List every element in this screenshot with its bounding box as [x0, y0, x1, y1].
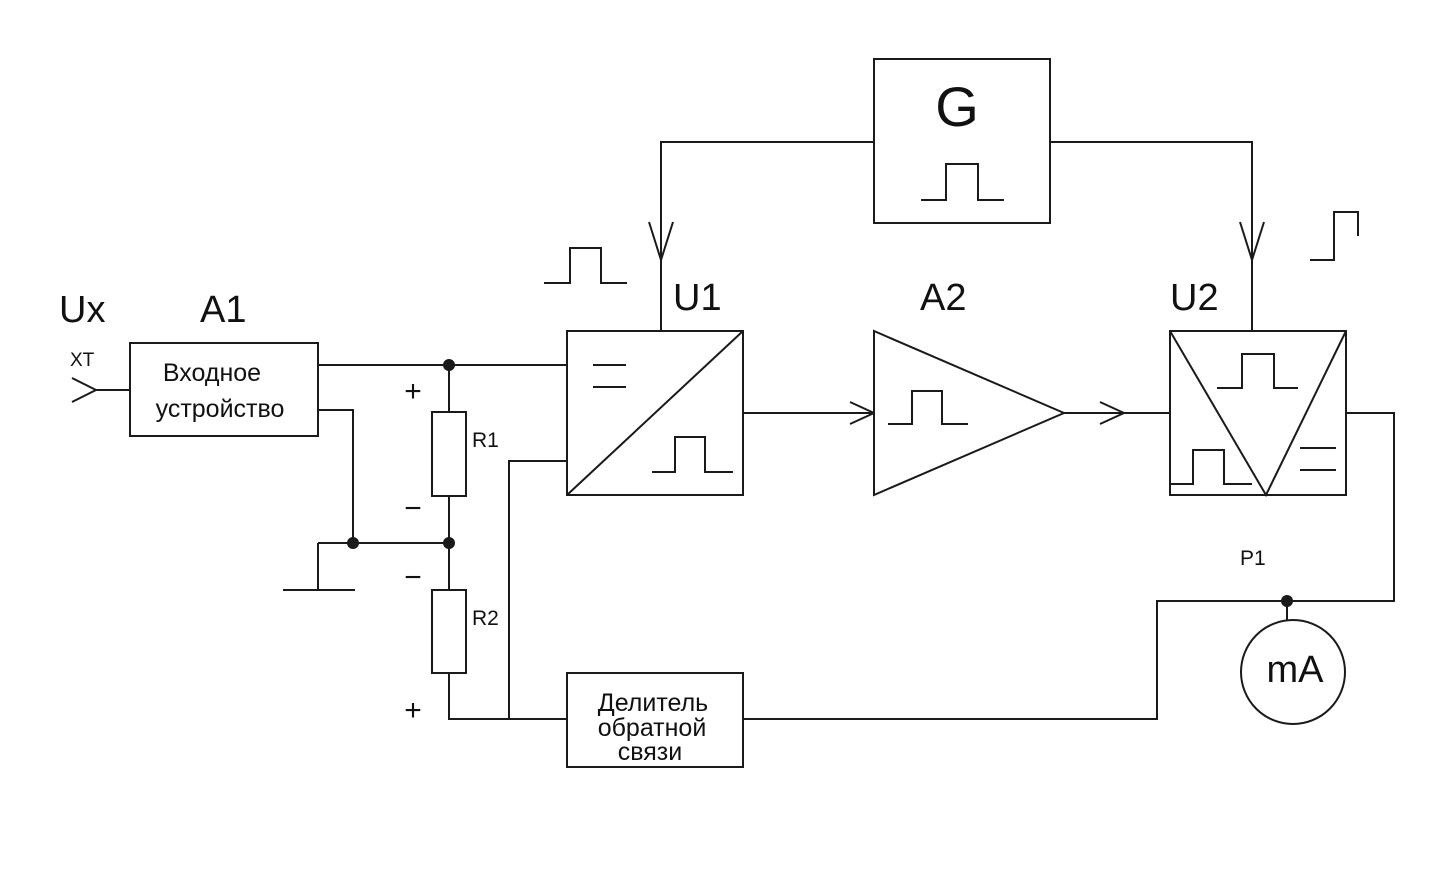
- meter-p1: mA: [1240, 619, 1346, 725]
- block-g: G: [873, 58, 1051, 224]
- resistor-r2: [431, 589, 467, 674]
- block-u2: [1169, 330, 1347, 498]
- step-waveform-symbol: [1310, 211, 1359, 261]
- r1-plus-sign: +: [404, 375, 422, 408]
- junction-dot: [347, 537, 359, 549]
- block-u1: [566, 330, 744, 496]
- r2-minus-sign: −: [404, 561, 422, 594]
- junction-dot: [443, 359, 455, 371]
- a1-label-line1: Входное: [163, 359, 261, 387]
- pulse-waveform-symbol: [544, 247, 627, 284]
- arrow-a2-to-u2: [1099, 401, 1127, 425]
- r1-minus-sign: −: [404, 492, 422, 525]
- a2-label: A2: [920, 277, 966, 319]
- g-pulse-symbol: [921, 163, 1004, 201]
- a1-label: A1: [200, 289, 246, 331]
- input-terminal-symbol: [71, 377, 99, 403]
- p1-label: P1: [1240, 547, 1266, 570]
- u2-diagonals: [1169, 330, 1347, 498]
- u1-label: U1: [673, 277, 722, 319]
- meter-label: mA: [1267, 649, 1325, 691]
- u2-label: U2: [1170, 277, 1219, 319]
- wire-feedback-to-u1: [508, 460, 567, 719]
- divider-label-line2: обратной: [598, 714, 707, 742]
- xt-label: XT: [70, 350, 95, 371]
- u1-diagonal: [566, 330, 744, 496]
- arrow-g-to-u2: [1239, 221, 1265, 264]
- wire-g-to-u1: [660, 141, 874, 331]
- block-a1: Входное устройство: [129, 342, 319, 437]
- wire-a1-to-ground: [318, 409, 354, 543]
- block-feedback-divider: Делитель обратной связи: [566, 672, 744, 768]
- wire-u2-output-loop: [743, 412, 1395, 720]
- g-label: G: [935, 75, 979, 138]
- r2-label: R2: [472, 607, 499, 630]
- a2-pulse-symbol: [888, 390, 968, 425]
- resistor-r1: [431, 411, 467, 497]
- r2-plus-sign: +: [404, 694, 422, 727]
- arrow-g-to-u1: [648, 221, 674, 264]
- divider-label-line1: Делитель: [598, 689, 708, 717]
- junction-dot: [1281, 595, 1293, 607]
- divider-label-line3: связи: [618, 738, 682, 766]
- a1-label-line2: устройство: [156, 395, 285, 423]
- junction-dot: [443, 537, 455, 549]
- u2-pulse-symbol-top: [1217, 353, 1298, 389]
- u2-pulse-symbol-bottom: [1170, 449, 1252, 485]
- r1-label: R1: [472, 429, 499, 452]
- block-a2: [873, 329, 1067, 497]
- wire-g-to-u2: [1050, 141, 1253, 331]
- junctions: [347, 359, 1293, 607]
- wire-r2-to-divider: [448, 673, 567, 720]
- ux-label: Ux: [59, 289, 105, 331]
- u1-pulse-symbol: [652, 436, 733, 473]
